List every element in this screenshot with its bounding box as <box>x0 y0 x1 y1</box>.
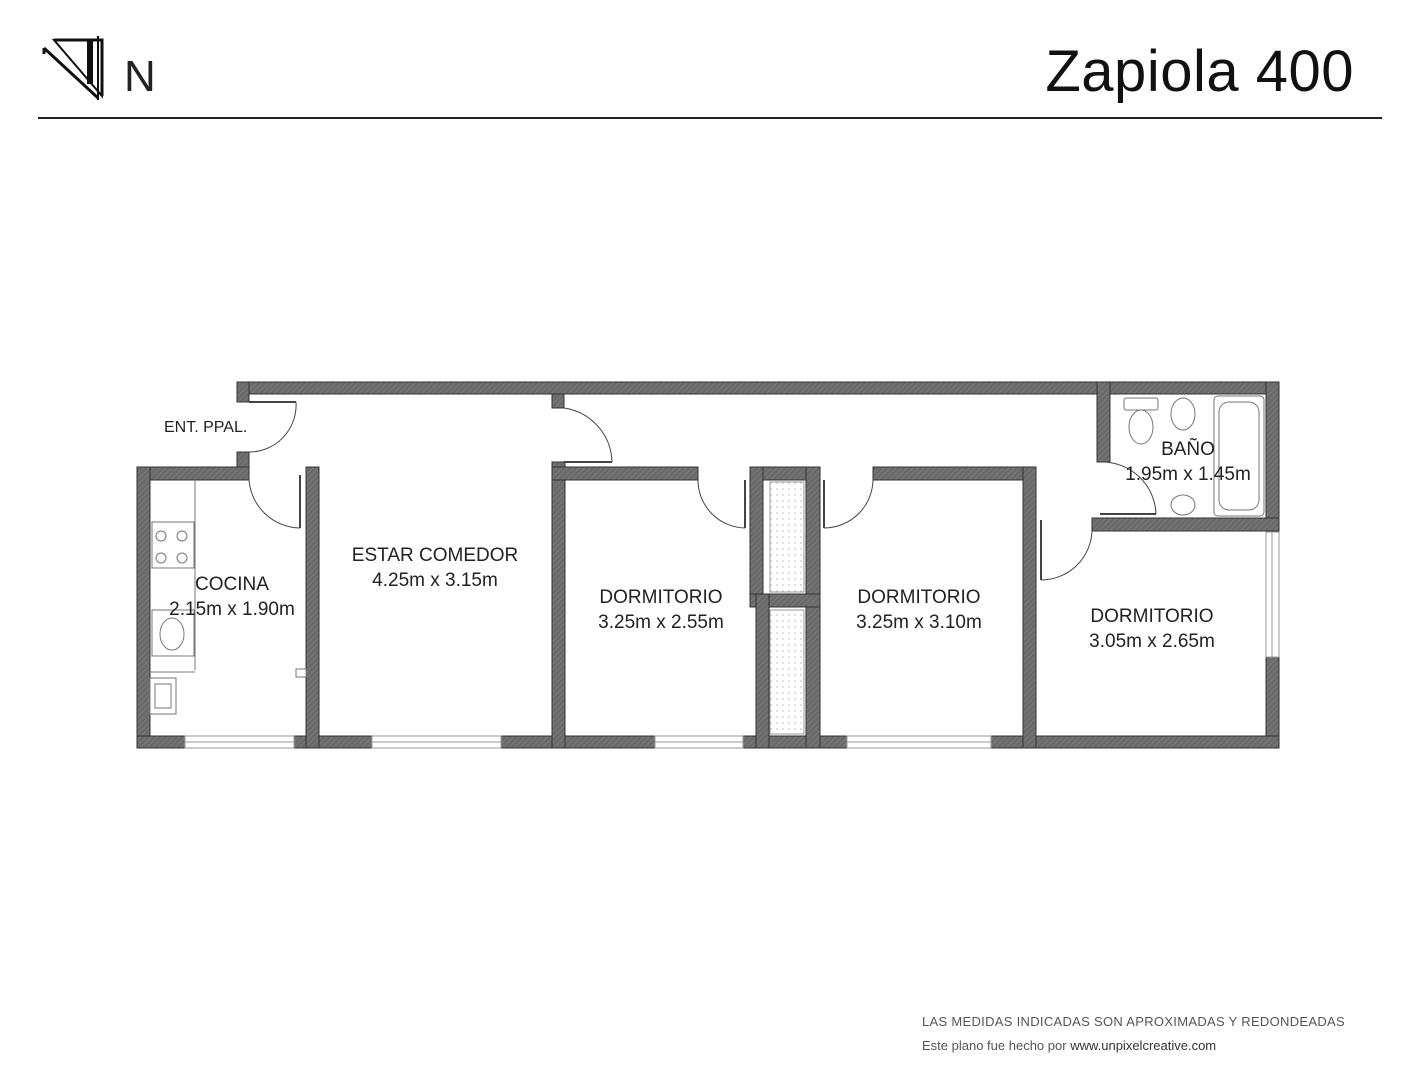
header-divider <box>38 117 1382 119</box>
brand-logo <box>42 36 104 100</box>
walls <box>136 381 1280 749</box>
living-name: ESTAR COMEDOR <box>352 545 518 566</box>
bathroom-size: 1.95m x 1.45m <box>1125 464 1251 485</box>
bathroom-name: BAÑO <box>1161 438 1215 460</box>
wardrobe-2 <box>769 609 805 735</box>
bedroom2-size: 3.25m x 3.10m <box>856 612 982 633</box>
credit-prefix: Este plano fue hecho por <box>922 1038 1067 1053</box>
kitchen-size: 2.15m x 1.90m <box>169 599 295 620</box>
page-title: Zapiola 400 <box>1045 39 1354 104</box>
bathroom-fixtures <box>1123 395 1265 517</box>
doors <box>248 401 1157 581</box>
entrance-label: ENT. PPAL. <box>164 419 247 436</box>
living-size: 4.25m x 3.15m <box>372 570 498 591</box>
logo-letter: N <box>124 52 156 101</box>
credit-link[interactable]: www.unpixelcreative.com <box>1070 1038 1217 1053</box>
windows <box>184 531 1280 749</box>
bedroom1-size: 3.25m x 2.55m <box>598 612 724 633</box>
wardrobe-1 <box>769 481 805 593</box>
kitchen-name: COCINA <box>195 574 269 595</box>
bedroom1-name: DORMITORIO <box>599 587 722 608</box>
kitchen-fixtures <box>149 480 307 715</box>
bedroom2-name: DORMITORIO <box>857 587 980 608</box>
credit-text: Este plano fue hecho por www.unpixelcrea… <box>922 1038 1216 1053</box>
bedroom3-name: DORMITORIO <box>1090 606 1213 627</box>
bedroom3-size: 3.05m x 2.65m <box>1089 631 1215 652</box>
disclaimer-text: LAS MEDIDAS INDICADAS SON APROXIMADAS Y … <box>922 1014 1345 1029</box>
